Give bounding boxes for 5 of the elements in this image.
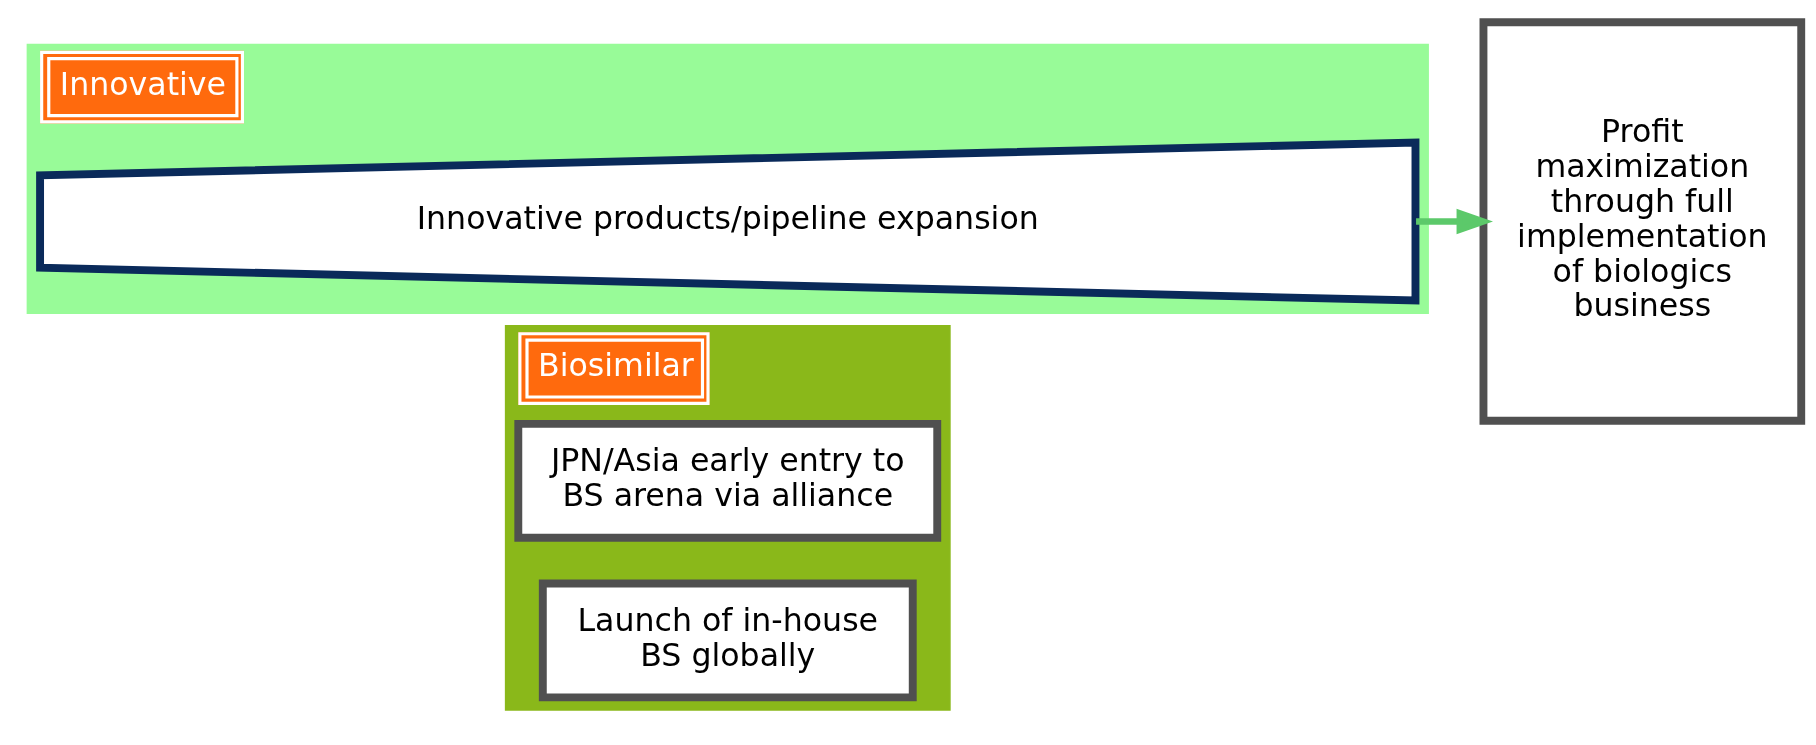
node-box: Launch of in-house BS globally <box>538 579 917 702</box>
node-box: Innovative products/pipeline expansion <box>36 138 1420 305</box>
node-box: JPN/Asia early entry to BS arena via alliance <box>514 419 942 542</box>
arrow <box>1416 208 1493 235</box>
node-box: Profit maximization through full implementation of biologics business <box>1479 18 1806 425</box>
